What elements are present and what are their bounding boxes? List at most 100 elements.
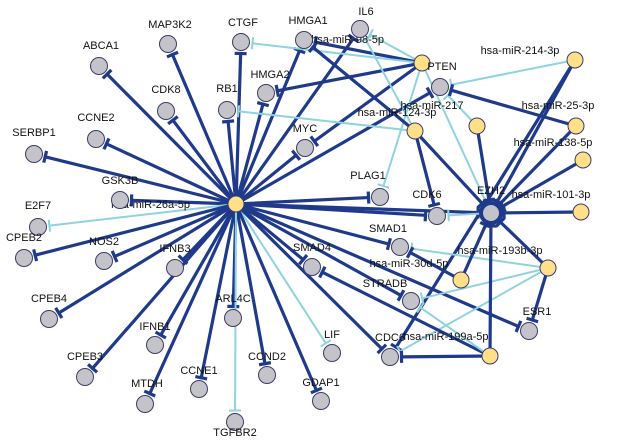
node-map3k2[interactable]: MAP3K2 (148, 19, 192, 53)
node-pten[interactable]: PTEN (427, 61, 457, 96)
node-mir124[interactable]: hsa-miR-124-3p (358, 107, 437, 140)
gene-node-circle (391, 238, 409, 256)
inhibition-bar (347, 33, 360, 44)
edge-mir26a-esr1 (234, 202, 523, 333)
node-il6[interactable]: IL6 (351, 6, 374, 38)
edge-line (408, 250, 463, 282)
node-myc[interactable]: MYC (293, 123, 318, 157)
edge-line (226, 119, 238, 206)
node-ccne1[interactable]: CCNE1 (180, 365, 218, 398)
edge-line (43, 155, 238, 206)
edge-line (410, 247, 549, 269)
node-label: IFNB3 (159, 243, 190, 255)
node-arl4c[interactable]: ARL4C (215, 293, 251, 327)
node-mir25[interactable]: hsa-miR-25-3p (522, 100, 595, 135)
node-hmga1[interactable]: HMGA1 (288, 15, 328, 49)
node-nos2[interactable]: NOS2 (89, 236, 119, 270)
node-mir138[interactable]: hsa-miR-138-5p (514, 137, 593, 169)
gene-node-circle (371, 188, 389, 206)
edge-line (364, 38, 416, 132)
node-mir30d[interactable]: hsa-miR-30d-5p (370, 258, 470, 289)
node-gsk3b[interactable]: GSK3B (102, 175, 139, 209)
node-cpeb2[interactable]: CPEB2 (6, 232, 42, 267)
node-smad1[interactable]: SMAD1 (369, 223, 409, 256)
node-abca1[interactable]: ABCA1 (83, 40, 119, 75)
node-label: ARL4C (215, 293, 251, 305)
node-mir193b[interactable]: hsa-miR-193b-3p (458, 245, 557, 277)
node-ctgf[interactable]: CTGF (228, 17, 258, 51)
hub-node-circle (479, 201, 503, 225)
edge-line (48, 203, 237, 227)
edge-mir98-ctgf (250, 37, 423, 64)
edge-mir26a-gsk3b (129, 194, 238, 207)
node-tgfbr2[interactable]: TGFBR2 (213, 413, 257, 440)
mirna-node-circle (481, 347, 499, 365)
node-cdk8[interactable]: CDK8 (151, 84, 181, 120)
edge-line (234, 202, 319, 393)
node-label: hsa-miR-138-5p (514, 137, 593, 149)
node-label: CDC6 (375, 332, 405, 344)
node-esr1[interactable]: ESR1 (520, 306, 552, 340)
node-ifnb3[interactable]: IFNB3 (159, 243, 191, 277)
edge-line (382, 62, 423, 188)
node-stradb[interactable]: STRADB (363, 278, 420, 310)
node-label: hsa-miR-26a-5p (111, 199, 190, 211)
node-cpeb4[interactable]: CPEB4 (31, 293, 67, 328)
edge-mir26a-abca1 (101, 68, 238, 206)
edge-line (369, 33, 423, 64)
node-mir98[interactable]: hsa-miR-98-5p (311, 34, 431, 72)
edge-line (234, 203, 237, 412)
mirna-node-circle (539, 259, 557, 277)
edge-mir26a-pten (234, 86, 435, 206)
node-cdc6[interactable]: CDC6 (375, 332, 405, 366)
edge-line (530, 266, 550, 322)
edge-mir26a-mtdh (143, 202, 238, 398)
node-ezh2[interactable]: EZH2 (477, 185, 505, 225)
inhibition-bar (416, 302, 425, 314)
inhibition-bar (318, 266, 327, 279)
node-hmga2[interactable]: HMGA2 (250, 69, 290, 102)
edge-line (159, 202, 238, 337)
edge-mir26a-cdk8 (167, 115, 238, 206)
node-e2f7[interactable]: E2F7 (25, 200, 51, 236)
node-cdk6[interactable]: CDK6 (412, 189, 446, 225)
node-label: GDAP1 (302, 377, 339, 389)
gene-node-circle (90, 57, 108, 75)
gene-node-circle (136, 395, 154, 413)
edge-mir26a-map3k2 (166, 50, 238, 206)
gene-node-circle (218, 101, 236, 119)
edge-line (234, 202, 384, 351)
inhibition-bar (405, 246, 415, 259)
node-label: SERBP1 (12, 127, 55, 139)
node-serbp1[interactable]: SERBP1 (12, 127, 56, 163)
edge-line (320, 270, 492, 358)
node-rb1[interactable]: RB1 (216, 83, 238, 119)
node-lif[interactable]: LIF (323, 329, 341, 362)
node-mir101[interactable]: hsa-miR-101-3p (512, 189, 591, 221)
node-mir214[interactable]: hsa-miR-214-3p (481, 45, 584, 69)
node-mtdh[interactable]: MTDH (131, 378, 163, 413)
edge-line (234, 102, 265, 206)
node-label: IFNB1 (139, 321, 170, 333)
inhibition-bar (102, 137, 111, 150)
node-cpeb3[interactable]: CPEB3 (67, 351, 103, 386)
gene-node-circle (402, 292, 420, 310)
gene-node-circle (146, 336, 164, 354)
edge-mir98-myc (309, 61, 424, 148)
edge-mir26a-e2f7 (47, 203, 237, 232)
node-ccne2[interactable]: CCNE2 (77, 112, 115, 148)
node-gdap1[interactable]: GDAP1 (302, 377, 340, 410)
edge-line (459, 223, 488, 282)
node-label: GSK3B (102, 175, 139, 187)
node-smad4[interactable]: SMAD4 (293, 242, 331, 276)
node-mir26a[interactable]: hsa-miR-26a-5p (111, 195, 245, 213)
node-label: hsa-miR-98-5p (311, 34, 384, 46)
inhibition-bar (32, 248, 39, 262)
node-mir217[interactable]: hsa-miR-217 (401, 100, 486, 135)
node-ccnd2[interactable]: CCND2 (248, 351, 286, 384)
node-mir199a[interactable]: hsa-miR-199a-5p (404, 331, 499, 365)
node-plag1[interactable]: PLAG1 (350, 170, 389, 206)
gene-node-circle (520, 322, 538, 340)
inhibition-bar (256, 100, 270, 108)
node-ifnb1[interactable]: IFNB1 (139, 321, 171, 354)
